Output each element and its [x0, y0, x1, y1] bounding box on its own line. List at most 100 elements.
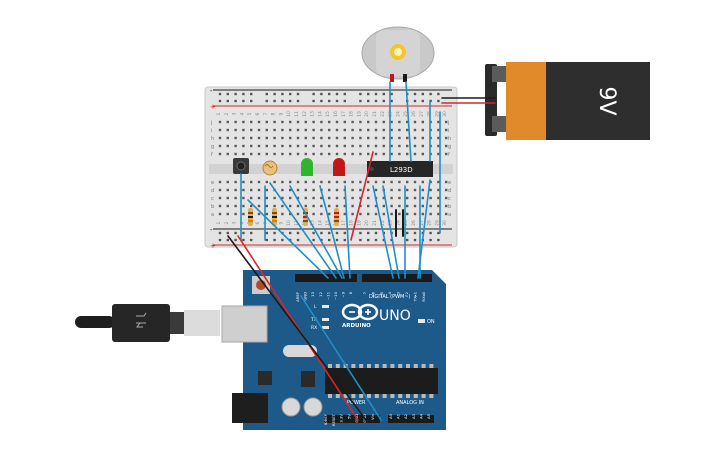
- green-led: [301, 158, 313, 176]
- tx-led-label: TX: [310, 317, 317, 323]
- terminal-hole: [421, 196, 424, 200]
- pin-label: 2: [404, 291, 409, 294]
- pin-label: 5V: [346, 414, 351, 419]
- terminal-hole: [445, 180, 448, 184]
- rail-hole: [265, 238, 268, 242]
- terminal-hole: [242, 128, 245, 132]
- terminal-hole: [304, 188, 307, 192]
- terminal-hole: [265, 136, 268, 140]
- terminal-hole: [273, 136, 276, 140]
- battery-label: 9V: [594, 86, 619, 115]
- wires: [227, 81, 496, 421]
- rail-hole: [312, 92, 315, 96]
- pin-label: 3.3V: [339, 414, 344, 423]
- terminal-hole: [304, 180, 307, 184]
- terminal-hole: [351, 144, 354, 148]
- usb-port: [221, 305, 268, 343]
- terminal-hole: [351, 120, 354, 124]
- terminal-hole: [359, 136, 362, 140]
- column-label: 20: [364, 111, 370, 117]
- rail-hole: [218, 231, 222, 235]
- terminal-hole: [265, 152, 268, 156]
- photoresistor-trace: [264, 164, 274, 168]
- terminal-hole: [281, 152, 284, 156]
- terminal-hole: [296, 152, 300, 156]
- terminal-hole: [374, 136, 378, 140]
- terminal-hole: [421, 120, 424, 124]
- column-label: 24: [395, 220, 401, 226]
- terminal-hole: [250, 144, 253, 148]
- terminal-hole: [335, 144, 339, 148]
- column-label: 14: [317, 111, 323, 117]
- row-label: e: [211, 180, 214, 186]
- terminal-hole: [413, 120, 417, 124]
- terminal-hole: [242, 144, 245, 148]
- row-label: d: [211, 188, 214, 194]
- terminal-hole: [265, 212, 268, 216]
- terminal-hole: [273, 144, 276, 148]
- rail-hole: [335, 238, 339, 242]
- terminal-hole: [367, 128, 370, 132]
- atmega-chip: [325, 368, 438, 394]
- rail-hole: [250, 92, 253, 96]
- rail-hole: [374, 238, 378, 242]
- rail-hole: [265, 231, 268, 235]
- terminal-hole: [437, 152, 440, 156]
- terminal-hole: [312, 152, 315, 156]
- pin-label: Vin: [370, 413, 375, 420]
- column-label: 8: [271, 112, 277, 115]
- rail-hole: [226, 231, 229, 235]
- terminal-hole: [398, 188, 401, 192]
- rail-hole: [328, 92, 331, 96]
- terminal-hole: [257, 204, 261, 208]
- column-label: 29: [434, 220, 440, 226]
- rail-hole: [312, 99, 315, 103]
- photoresistor-disc: [262, 160, 278, 176]
- analog-label: ANALOG IN: [396, 400, 424, 406]
- terminal-hole: [437, 144, 440, 148]
- terminal-hole: [367, 212, 370, 216]
- terminal-hole: [374, 120, 378, 124]
- terminal-hole: [343, 136, 346, 140]
- terminal-hole: [234, 204, 237, 208]
- terminal-hole: [413, 144, 417, 148]
- terminal-hole: [406, 152, 409, 156]
- rail-hole: [226, 99, 229, 103]
- terminal-hole: [226, 188, 229, 192]
- row-label: e: [448, 180, 451, 186]
- rail-hole: [413, 99, 417, 103]
- rail-hole: [218, 92, 222, 96]
- column-label: 6: [255, 112, 261, 115]
- column-label: 16: [333, 111, 339, 117]
- terminal-hole: [367, 152, 370, 156]
- terminal-hole: [343, 120, 346, 124]
- digital-header-right: [362, 274, 432, 282]
- terminal-hole: [413, 180, 417, 184]
- row-label: f: [448, 152, 450, 158]
- terminal-hole: [250, 120, 253, 124]
- usb-symbol-icon: [136, 312, 147, 328]
- column-label: 7: [263, 112, 269, 115]
- terminal-hole: [242, 152, 245, 156]
- terminal-hole: [218, 196, 222, 200]
- column-label: 11: [294, 111, 300, 117]
- terminal-hole: [437, 180, 440, 184]
- pushbutton[interactable]: [233, 158, 249, 174]
- terminal-hole: [218, 120, 222, 124]
- terminal-hole: [382, 180, 385, 184]
- terminal-hole: [218, 152, 222, 156]
- terminal-hole: [359, 212, 362, 216]
- terminal-hole: [437, 212, 440, 216]
- rail-hole: [296, 92, 300, 96]
- column-label: 30: [442, 220, 448, 226]
- terminal-hole: [218, 188, 222, 192]
- terminal-hole: [437, 128, 440, 132]
- rail-hole: [367, 231, 370, 235]
- terminal-hole: [296, 180, 300, 184]
- power-jack: [232, 393, 268, 423]
- terminal-hole: [382, 212, 385, 216]
- rail-hole: [429, 99, 432, 103]
- pushbutton-cap[interactable]: [236, 161, 246, 171]
- wire-driver-enable: [350, 151, 374, 241]
- terminal-hole: [413, 212, 417, 216]
